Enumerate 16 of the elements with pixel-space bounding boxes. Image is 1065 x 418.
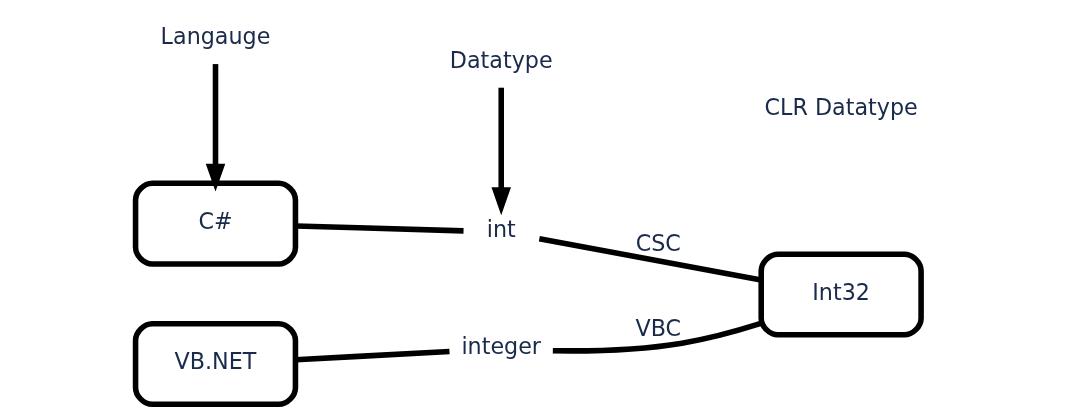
- node-text: Datatype: [449, 46, 553, 73]
- connector: [295, 223, 464, 234]
- node-text: int: [486, 216, 516, 243]
- node-box: Int32: [758, 251, 924, 338]
- arrow: [205, 64, 226, 192]
- node-box: VB.NET: [132, 320, 299, 408]
- connector: [295, 348, 450, 363]
- edge-label: VBC: [635, 314, 682, 341]
- arrow: [491, 87, 511, 216]
- node-text: Langauge: [160, 22, 271, 49]
- node-box: C#: [132, 180, 299, 267]
- connector: [538, 236, 762, 283]
- label: CLR Datatype: [764, 93, 918, 120]
- edge-label: CSC: [635, 230, 681, 257]
- connector: [552, 320, 762, 354]
- node-text: integer: [461, 333, 542, 360]
